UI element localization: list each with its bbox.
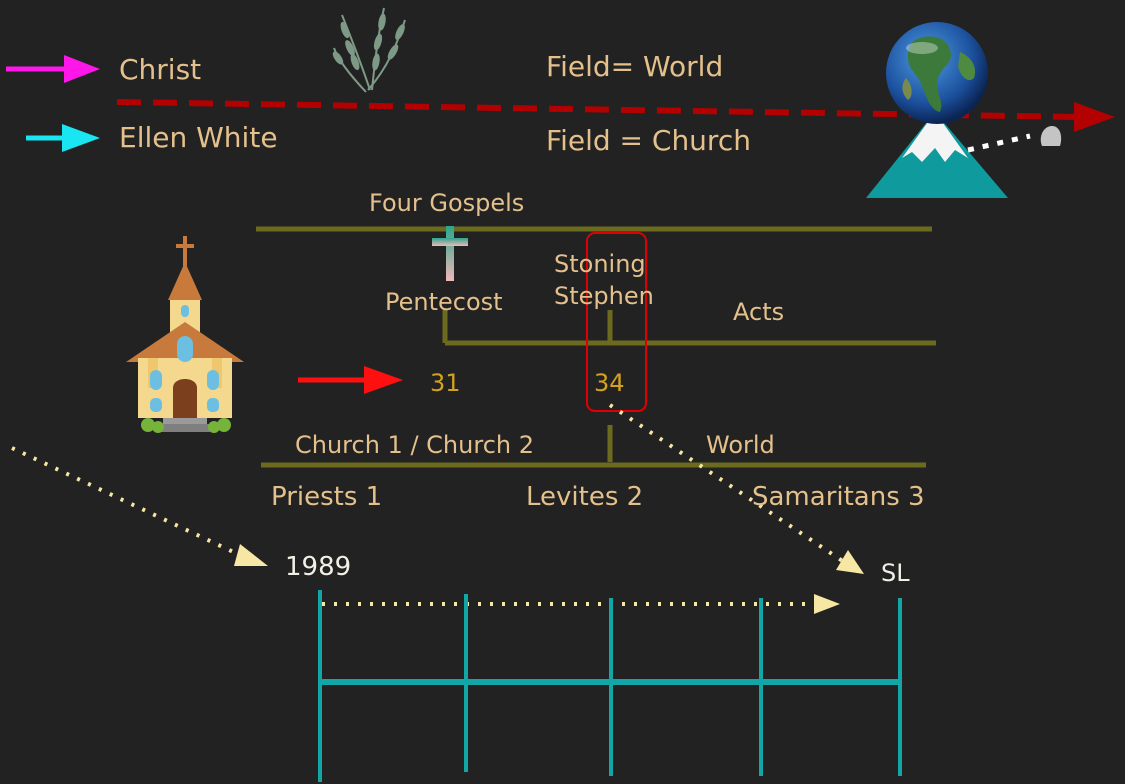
red-arrow-31 <box>298 366 403 394</box>
sl-label: SL <box>881 559 910 587</box>
pentecost-label: Pentecost <box>385 288 503 316</box>
legend-christ-label: Christ <box>119 53 202 86</box>
samaritans-label: Samaritans 3 <box>752 482 925 512</box>
olive-timeline-lines <box>256 226 936 468</box>
church-1-2-label: Church 1 / Church 2 <box>295 431 534 459</box>
christ-arrow <box>6 55 100 83</box>
four-gospels-label: Four Gospels <box>369 189 525 217</box>
mountain-icon <box>866 112 1008 198</box>
cross-icon <box>432 226 468 281</box>
church-icon <box>126 236 244 433</box>
legend-ellen-white-label: Ellen White <box>119 121 278 154</box>
priests-label: Priests 1 <box>271 482 383 512</box>
dotted-arrow-horizontal <box>322 594 840 614</box>
teal-bottom-timeline <box>318 590 902 782</box>
wheat-icon <box>332 7 406 93</box>
year-31-label: 31 <box>430 369 461 397</box>
stoning-label: Stoning <box>554 250 646 278</box>
highlight-box-34 <box>586 232 647 412</box>
field-church-label: Field = Church <box>546 124 751 157</box>
world-label: World <box>706 431 775 459</box>
acts-label: Acts <box>733 298 785 326</box>
year-1989-label: 1989 <box>285 552 352 582</box>
ellen-white-arrow <box>26 124 100 152</box>
levites-label: Levites 2 <box>526 482 644 512</box>
field-world-label: Field= World <box>546 50 724 83</box>
dotted-arrow-to-1989 <box>11 446 268 566</box>
globe-icon <box>886 22 988 124</box>
dotted-arrow-to-sl <box>608 403 864 574</box>
stone-icon <box>1040 126 1062 146</box>
year-34-label: 34 <box>594 369 625 397</box>
stone-dotted-line <box>967 133 1031 153</box>
stephen-label: Stephen <box>554 282 654 310</box>
